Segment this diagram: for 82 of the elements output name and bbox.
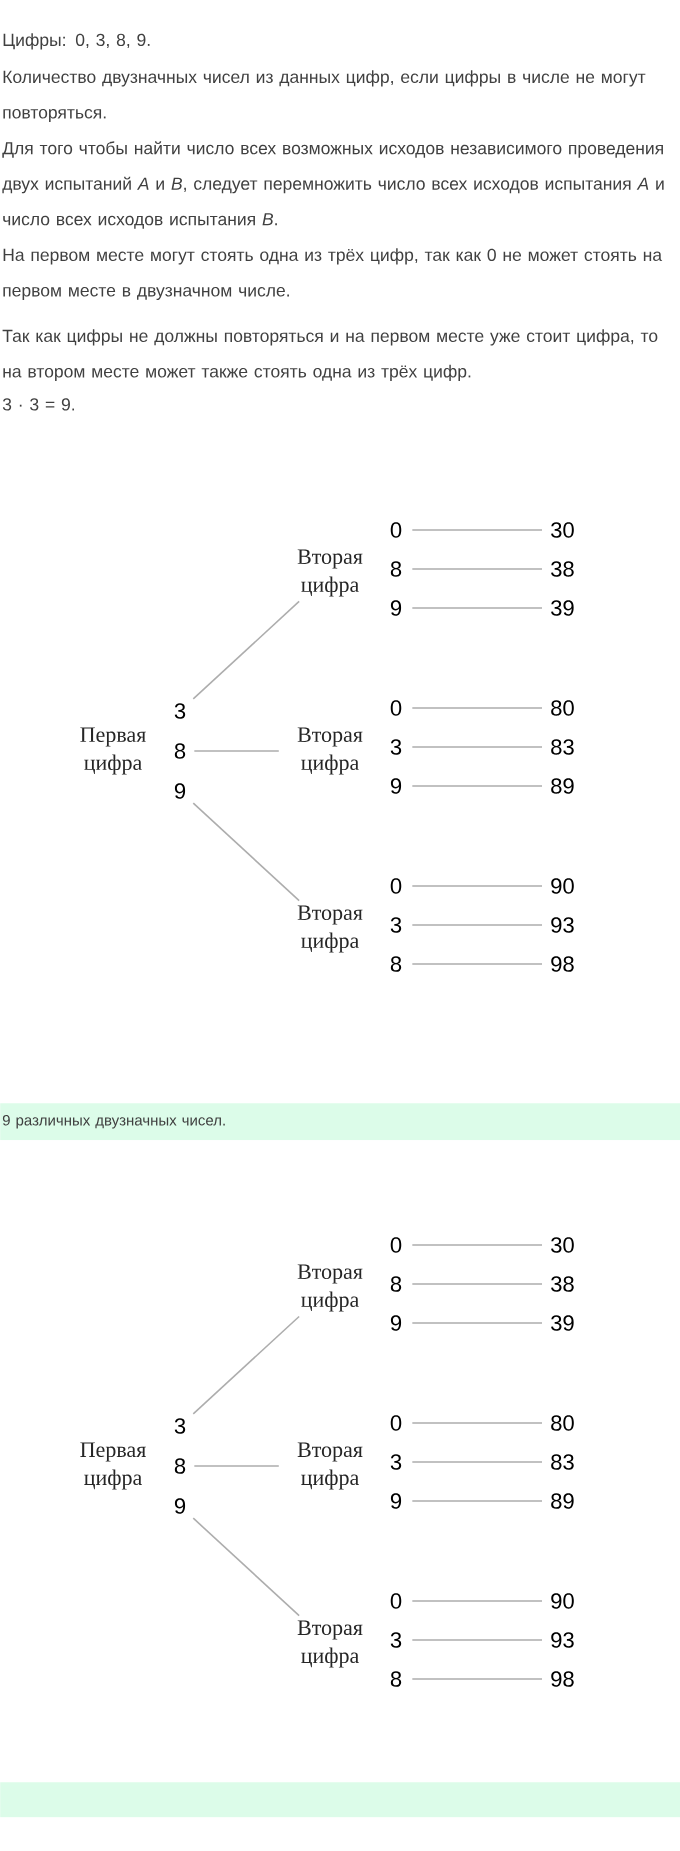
tree-label: Первая цифра xyxy=(80,1442,146,1490)
branch-line xyxy=(411,1678,543,1680)
paragraph: Так как цифры не должны повторяться и на первом месте уже стоит цифра, то на втором месте может также стоять одна из трёх цифр. xyxy=(2,329,658,381)
branch-line xyxy=(411,1639,543,1641)
number: 83 xyxy=(551,1454,574,1470)
digit: 3 xyxy=(174,1418,186,1434)
branch-label: Вторая цифра xyxy=(297,1442,363,1490)
paragraph: Для того чтобы найти число всех возможных исходов независимого проведения двух испытаний A и B, следует перемножить число всех исходов испытания A и число всех исходов испытания B. xyxy=(2,141,664,229)
paragraph: 3 · 3 = 9. xyxy=(2,398,75,411)
branch-line xyxy=(411,1600,543,1602)
digit: 0 xyxy=(390,1415,402,1431)
branch-line xyxy=(193,1465,280,1467)
digit: 8 xyxy=(390,561,402,577)
digit: 3 xyxy=(390,1632,402,1648)
branch-line xyxy=(411,707,543,709)
number: 90 xyxy=(551,1593,574,1609)
branch-label: Вторая цифра xyxy=(297,905,363,953)
paragraph: На первом месте могут стоять одна из трёх цифр, так как 0 не может стоять на первом месте в двузначном числе. xyxy=(3,248,663,300)
number: 98 xyxy=(551,956,574,972)
branch-line xyxy=(411,885,543,887)
branch-line xyxy=(411,1322,543,1324)
digit: 3 xyxy=(390,739,402,755)
branch-label: Вторая цифра xyxy=(297,727,363,775)
digit: 0 xyxy=(390,1593,402,1609)
number: 98 xyxy=(551,1671,574,1687)
digit: 9 xyxy=(174,783,186,799)
digit: 8 xyxy=(390,956,402,972)
digit: 3 xyxy=(390,917,402,933)
number: 89 xyxy=(551,1493,574,1509)
digit: 0 xyxy=(390,700,402,716)
branch-line xyxy=(411,607,543,609)
branch-line xyxy=(411,1461,543,1463)
digit: 8 xyxy=(390,1671,402,1687)
digit: 0 xyxy=(390,522,402,538)
branch-line xyxy=(411,529,543,531)
paragraph: Количество двузначных чисел из данных цифр, если цифры в числе не могут повторяться. xyxy=(3,70,646,122)
digit: 9 xyxy=(390,1315,402,1331)
branch-line xyxy=(192,1517,300,1617)
branch-line xyxy=(411,1500,543,1502)
branch-line xyxy=(411,568,543,570)
number: 89 xyxy=(551,778,574,794)
digit: 3 xyxy=(390,1454,402,1470)
number: 38 xyxy=(551,561,574,577)
digit: 9 xyxy=(390,600,402,616)
number: 30 xyxy=(551,522,574,538)
number: 39 xyxy=(551,600,574,616)
branch-line xyxy=(411,1422,543,1424)
branch-line xyxy=(192,1315,300,1415)
digit: 8 xyxy=(174,743,186,759)
branch-label: Вторая цифра xyxy=(297,1620,363,1668)
branch-line xyxy=(192,802,300,902)
number: 38 xyxy=(551,1276,574,1292)
digit: 3 xyxy=(174,703,186,719)
branch-label: Вторая цифра xyxy=(297,1264,363,1312)
branch-line xyxy=(411,785,543,787)
digit: 0 xyxy=(390,1237,402,1253)
number: 93 xyxy=(551,1632,574,1648)
branch-label: Вторая цифра xyxy=(297,549,363,597)
branch-line xyxy=(193,750,280,752)
number: 39 xyxy=(551,1315,574,1331)
answer-banner: 9 различных двузначных чисел. xyxy=(0,1103,680,1141)
tree-label: Первая цифра xyxy=(80,727,146,775)
branch-line xyxy=(411,1244,543,1246)
digit: 8 xyxy=(390,1276,402,1292)
branch-line xyxy=(411,1283,543,1285)
paragraph: Цифры: 0, 3, 8, 9. xyxy=(3,33,150,50)
number: 83 xyxy=(551,739,574,755)
branch-line xyxy=(411,746,543,748)
branch-line xyxy=(411,963,543,965)
number: 80 xyxy=(551,700,574,716)
branch-line xyxy=(411,924,543,926)
branch-line xyxy=(192,600,300,700)
number: 93 xyxy=(551,917,574,933)
digit: 8 xyxy=(174,1458,186,1474)
digit: 9 xyxy=(174,1498,186,1514)
digit: 9 xyxy=(390,1493,402,1509)
number: 90 xyxy=(551,878,574,894)
digit: 0 xyxy=(390,878,402,894)
number: 80 xyxy=(551,1415,574,1431)
number: 30 xyxy=(551,1237,574,1253)
digit: 9 xyxy=(390,778,402,794)
band xyxy=(0,1782,680,1818)
